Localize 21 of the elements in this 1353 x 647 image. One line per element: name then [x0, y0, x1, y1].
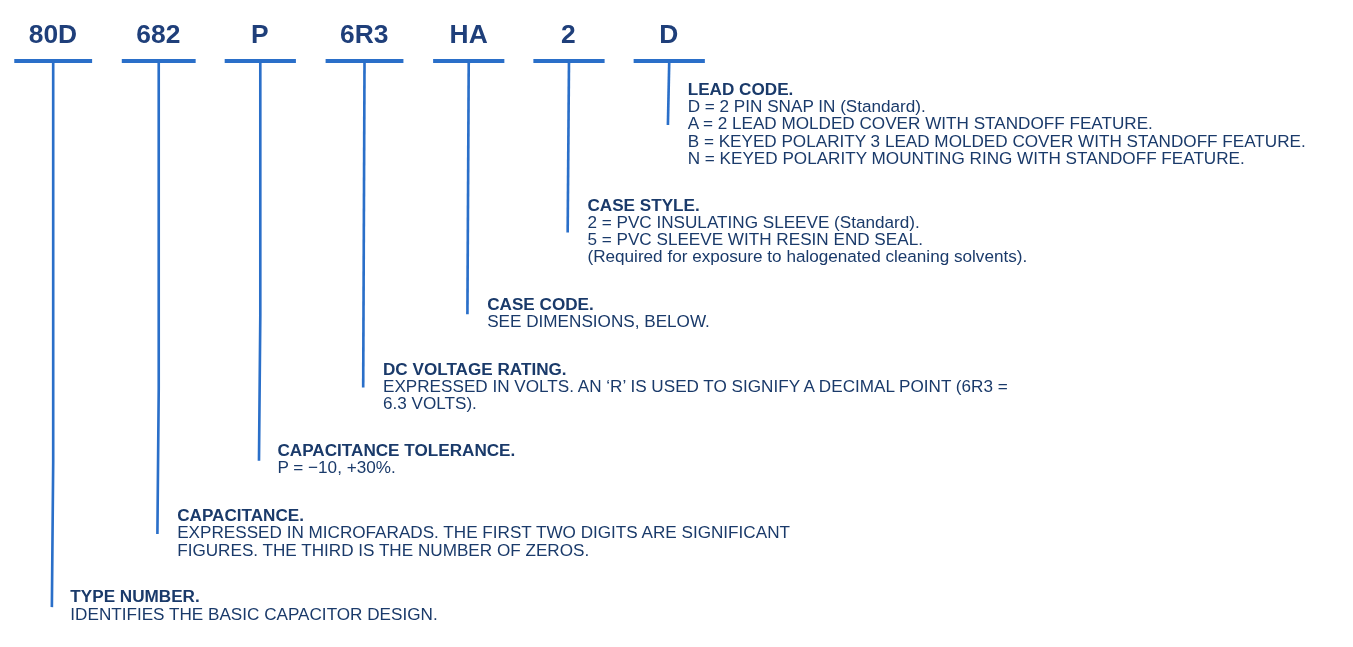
connector: [566, 60, 571, 233]
node-text: CAPACITANCE TOLERANCE. P = −10, +30%.: [277, 439, 516, 478]
node-text: LEAD CODE. D = 2 PIN SNAP IN (Standard). A = 2 LEAD MOLDED COVER WITH STANDOFF FEATURE. B = KEYED POLARITY 3 LEAD MOLDED COVER WITH STANDOFF FEATURE. N = KEYED POLARITY MOUNTING RING WITH STANDOFF FEATURE.: [687, 79, 1306, 168]
node-text: TYPE NUMBER. IDENTIFIES THE BASIC CAPACITOR DESIGN.: [70, 586, 438, 624]
node-text: CASE STYLE. 2 = PVC INSULATING SLEEVE (Standard). 5 = PVC SLEEVE WITH RESIN END SEAL. (Required for exposure to halogenated cleaning solvents).: [587, 194, 1028, 267]
node-text: CAPACITANCE. EXPRESSED IN MICROFARADS. THE FIRST TWO DIGITS ARE SIGNIFICANT FIGURES. THE THIRD IS THE NUMBER OF ZEROS.: [177, 505, 790, 560]
connector: [466, 61, 471, 315]
connector: [666, 60, 671, 125]
node-text: HA: [449, 18, 488, 49]
connector: [257, 61, 262, 461]
connector: [156, 61, 161, 534]
node-text: P: [251, 18, 269, 49]
connector: [50, 61, 55, 608]
node-text: D: [659, 18, 679, 49]
node-text: 80D: [28, 18, 78, 49]
node-text: 682: [136, 18, 181, 49]
node-text: DC VOLTAGE RATING. EXPRESSED IN VOLTS. AN ‘R’ IS USED TO SIGNIFY A DECIMAL POINT (6R3 = 6.3 VOLTS).: [382, 358, 1008, 414]
node-text: 6R3: [340, 18, 389, 49]
node-text: 2: [561, 18, 576, 49]
connector: [361, 61, 366, 388]
node-text: CASE CODE. SEE DIMENSIONS, BELOW.: [487, 293, 710, 331]
